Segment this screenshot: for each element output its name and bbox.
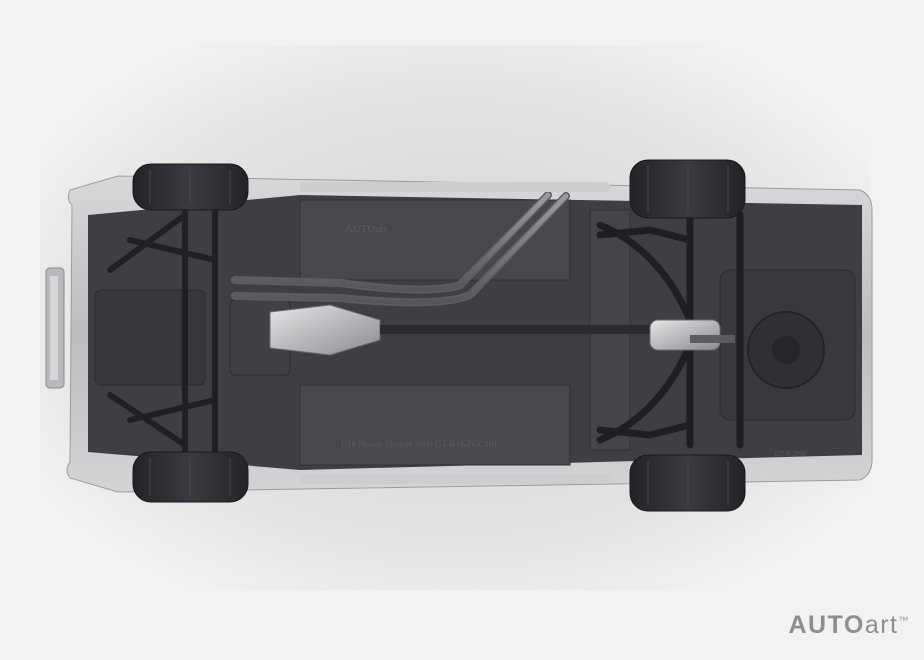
rocker-panels: [300, 182, 610, 484]
floor-stamps: AUTOart 1/18 Nissan Skyline 2000 GT-R (K…: [340, 223, 807, 458]
floor-stamp-brand: AUTOart: [345, 223, 387, 235]
watermark-part2: art: [864, 611, 899, 639]
floor-stamp-rear: GT-R 2000: [775, 450, 807, 458]
drivetrain: [269, 304, 735, 356]
floor-stamp-model: 1/18 Nissan Skyline 2000 GT-R (KPGC10): [340, 439, 496, 449]
front-suspension: [107, 202, 218, 458]
watermark-part1: AUTO: [788, 611, 865, 639]
watermark-trademark: ™: [898, 615, 910, 627]
exhaust-pipes: [231, 191, 570, 307]
autoart-watermark: AUTOart™: [788, 611, 910, 640]
tires: [132, 159, 746, 512]
